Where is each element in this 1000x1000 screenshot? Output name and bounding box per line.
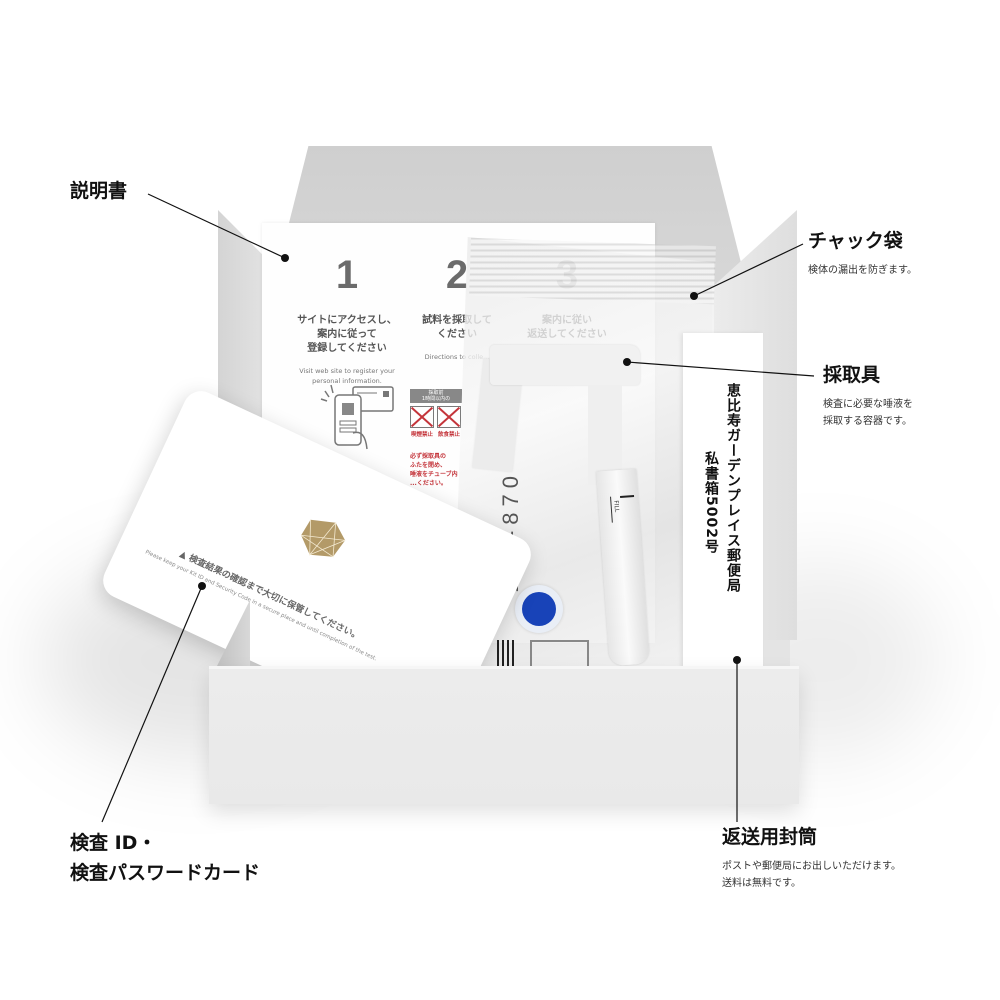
box-front-panel	[209, 668, 799, 804]
warning-box: 採取前 1時間以内の 喫煙禁止 飲食禁止 必ず採取具の ふたを閉め、 唾液をチュ…	[410, 389, 462, 488]
box-front-edge	[209, 666, 799, 669]
callout-id-card-title: 検査 ID・ 検査パスワードカード	[70, 832, 261, 884]
envelope-address-line2: 私書箱5002号	[703, 451, 719, 554]
blue-cap-icon	[522, 592, 556, 626]
phone-qr-icon	[320, 384, 394, 450]
step-title: サイトにアクセスし、 案内に従って 登録してください	[297, 315, 397, 354]
warning-header: 採取前 1時間以内の	[410, 389, 462, 403]
step-english: Visit web site to register your personal…	[299, 367, 395, 385]
no-smoking-icon	[410, 406, 434, 428]
diamond-logo-icon	[300, 519, 346, 558]
return-envelope: 恵比寿ガーデンプレイス郵便局 私書箱5002号	[683, 333, 763, 673]
warning-label: 飲食禁止	[437, 432, 460, 438]
saliva-collector	[490, 345, 640, 385]
step-title: 試料を採取して ください	[422, 315, 492, 340]
fill-label: FILL	[612, 500, 621, 513]
collector-neck	[588, 385, 622, 485]
barcode	[497, 640, 517, 670]
fill-line	[620, 495, 635, 498]
manual-step-1: 1 サイトにアクセスし、 案内に従って 登録してください Visit web s…	[282, 253, 412, 386]
kit-id-card: ▲ 検査結果の確認まで大切に保管してください。 Please keep your…	[97, 385, 537, 750]
warning-note: 必ず採取具の ふたを閉め、 唾液をチューブ内 ...ください。	[410, 453, 458, 487]
zip-bag-seal	[469, 237, 716, 305]
callout-envelope-title: 返送用封筒	[722, 826, 818, 848]
callout-collector-title: 採取具	[823, 364, 881, 386]
no-eating-icon	[437, 406, 461, 428]
callout-collector-desc: 検査に必要な唾液を 採取する容器です。	[823, 399, 913, 427]
callout-zip-bag-desc: 検体の漏出を防ぎます。	[808, 265, 917, 276]
callout-zip-bag-title: チャック袋	[808, 230, 903, 252]
step-number: 2	[445, 253, 469, 297]
envelope-address-line1: 恵比寿ガーデンプレイス郵便局	[725, 383, 741, 593]
tube-cap	[515, 585, 563, 633]
callout-envelope-desc: ポストや郵便局にお出しいただけます。 送料は無料です。	[722, 861, 901, 889]
callout-manual-title: 説明書	[70, 180, 128, 202]
step-number: 1	[335, 253, 359, 297]
warning-label: 喫煙禁止	[410, 432, 433, 438]
